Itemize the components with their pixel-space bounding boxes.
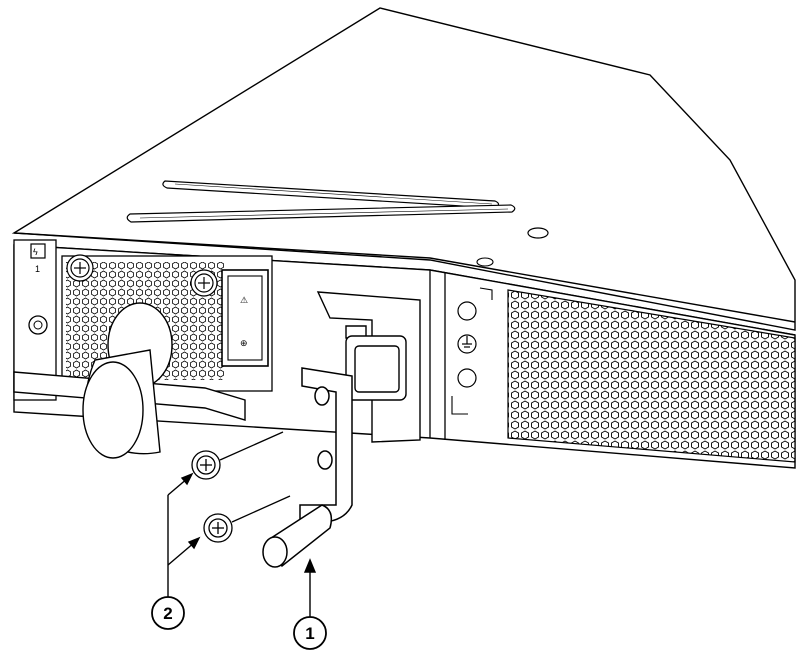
module-handle: [13, 302, 246, 459]
power-icon: ϟ: [33, 247, 38, 257]
callout-2: 2: [151, 596, 185, 630]
captive-screw-icon: [190, 269, 218, 297]
cable-bracket: [316, 291, 421, 443]
top-screw-icon: [476, 257, 494, 267]
callout-leaders: [167, 472, 317, 618]
right-front-panel: [429, 270, 446, 440]
right-vent-grille: [507, 289, 796, 463]
screw-icon: [191, 431, 284, 480]
callout-1-number: 1: [305, 624, 314, 643]
module-label: 1: [35, 264, 40, 274]
power-module-badge: ϟ 1: [30, 243, 46, 274]
ground-symbol-icon: [457, 301, 477, 388]
ground-symbol-icon: ⊕: [240, 338, 248, 348]
callout-1: 1: [293, 616, 327, 650]
chassis-top-surface: [11, 7, 796, 331]
warning-icon: ⚠: [240, 295, 248, 305]
top-screw-icon: [527, 227, 549, 239]
ground-marking-bracket: [451, 287, 493, 415]
ground-lug: [262, 367, 353, 568]
chassis-front-top-edge: [13, 232, 796, 323]
callout-2-number: 2: [163, 604, 172, 623]
captive-screw-icon: [66, 254, 94, 282]
screw-icon: [203, 495, 291, 543]
